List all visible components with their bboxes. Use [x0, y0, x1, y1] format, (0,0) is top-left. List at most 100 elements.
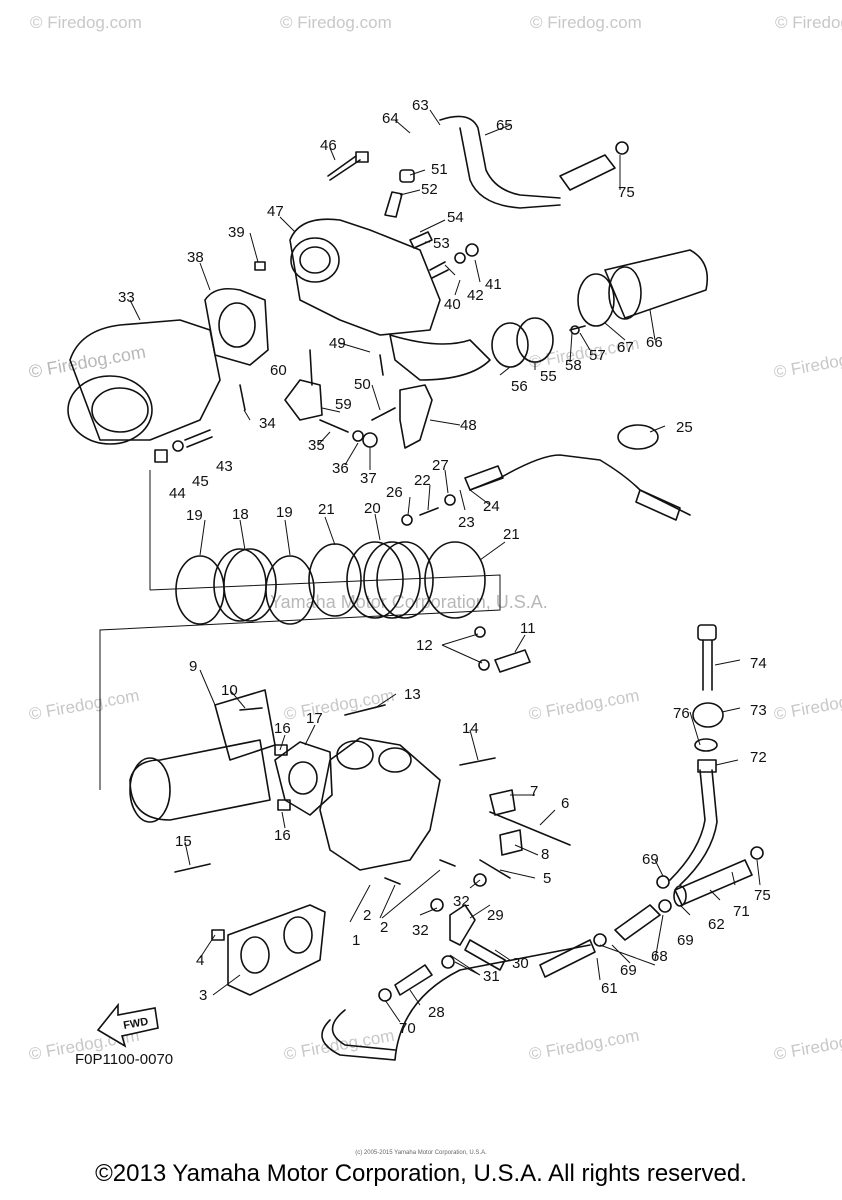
part-6-bolt	[489, 811, 571, 846]
callout-12: 12	[416, 637, 433, 654]
part-9-pipe-end	[129, 757, 171, 823]
part-16-pin	[274, 744, 288, 756]
part-36-washer	[352, 430, 364, 442]
part-61-hose-segment	[539, 939, 596, 978]
part-4-pin	[211, 929, 225, 941]
callout-2: 2	[363, 907, 371, 924]
callout-6: 6	[561, 795, 569, 812]
part-72-fitting	[697, 759, 717, 773]
part-25-clamp	[617, 424, 659, 450]
part-56-gasket	[491, 322, 529, 368]
callout-62: 62	[708, 916, 725, 933]
part-74-cap	[697, 624, 717, 641]
callout-26: 26	[386, 484, 403, 501]
callout-31: 31	[483, 968, 500, 985]
part-71-hose	[674, 859, 753, 906]
callout-32: 32	[412, 922, 429, 939]
part-61-hose	[321, 944, 591, 1061]
fwd-label: FWD	[122, 1016, 149, 1032]
callout-5: 5	[543, 870, 551, 887]
part-16-pin-b	[277, 799, 291, 811]
clamp-row	[99, 470, 501, 790]
part-10-fitting	[239, 707, 263, 711]
callout-58: 58	[565, 357, 582, 374]
part-26-washer	[401, 514, 413, 526]
part-41-nut	[465, 243, 479, 257]
part-51-cap	[399, 169, 415, 183]
part-33-muffler	[69, 319, 221, 441]
callout-49: 49	[329, 335, 346, 352]
upper-assembly	[67, 115, 709, 526]
part-58-washer	[570, 325, 580, 335]
callout-36: 36	[332, 460, 349, 477]
callout-61: 61	[601, 980, 618, 997]
callout-27: 27	[432, 457, 449, 474]
part-19-clamp-b	[265, 555, 315, 625]
part-2-stud	[384, 877, 401, 885]
part-46-bolt-head	[355, 151, 369, 163]
part-34-bolt	[239, 384, 246, 411]
callout-54: 54	[447, 209, 464, 226]
part-17-gasket-hole	[288, 761, 318, 795]
part-12-clamp-b	[478, 659, 490, 671]
callout-28: 28	[428, 1004, 445, 1021]
part-32-clamp-b	[473, 873, 487, 887]
callout-69: 69	[642, 851, 659, 868]
callout-39: 39	[228, 224, 245, 241]
watermark-firedog: © Firedog.com	[30, 13, 142, 32]
part-19-clamp	[175, 555, 225, 625]
callout-63: 63	[412, 97, 429, 114]
part-17-gasket	[274, 741, 333, 816]
leader-lines	[129, 109, 761, 1023]
part-38-gasket	[204, 287, 269, 366]
callout-70: 70	[399, 1020, 416, 1037]
part-20-sleeve-b	[363, 541, 421, 619]
callout-41: 41	[485, 276, 502, 293]
callout-30: 30	[512, 955, 529, 972]
part-22-fitting	[419, 507, 439, 516]
part-33-outlet-inner	[91, 387, 149, 433]
callout-55: 55	[540, 368, 557, 385]
callout-20: 20	[364, 500, 381, 517]
callout-66: 66	[646, 334, 663, 351]
callout-76: 76	[673, 705, 690, 722]
part-2-stud-b	[439, 859, 456, 867]
part-39-pin	[254, 261, 266, 271]
callout-23: 23	[458, 514, 475, 531]
part-75-clamp-b	[750, 846, 764, 860]
part-45-washer	[172, 440, 184, 452]
part-47-port-inner	[299, 246, 331, 274]
part-49-bolt	[379, 354, 384, 376]
callout-3: 3	[199, 987, 207, 1004]
part-24-hose-end	[464, 465, 504, 491]
part-27-clamp	[444, 494, 456, 506]
watermark-firedog: © Firedog.com	[527, 1026, 640, 1064]
callout-34: 34	[259, 415, 276, 432]
part-24-hose-other-end	[635, 489, 681, 521]
part-76-washer	[694, 738, 718, 752]
callout-7: 7	[530, 783, 538, 800]
part-60-bolt	[309, 349, 313, 386]
callout-1: 1	[352, 932, 360, 949]
assembly-bracket-line	[99, 470, 501, 790]
callout-65: 65	[496, 117, 513, 134]
part-50-bolt	[371, 407, 396, 421]
part-21-clamp-b	[424, 541, 486, 619]
callout-37: 37	[360, 470, 377, 487]
callout-19: 19	[186, 507, 203, 524]
callout-2: 2	[380, 919, 388, 936]
callout-43: 43	[216, 458, 233, 475]
callout-19: 19	[276, 504, 293, 521]
watermark-firedog: © Firedog.com	[282, 686, 395, 724]
callout-13: 13	[404, 686, 421, 703]
part-47-port	[290, 237, 340, 283]
part-7-bracket	[489, 789, 516, 816]
part-14-bolt	[459, 757, 496, 766]
fwd-arrow: FWD	[96, 1002, 159, 1048]
part-59-bracket	[284, 379, 323, 421]
part-53-fitting	[409, 231, 433, 249]
callout-33: 33	[118, 289, 135, 306]
part-48-bracket	[399, 384, 433, 449]
callout-9: 9	[189, 658, 197, 675]
